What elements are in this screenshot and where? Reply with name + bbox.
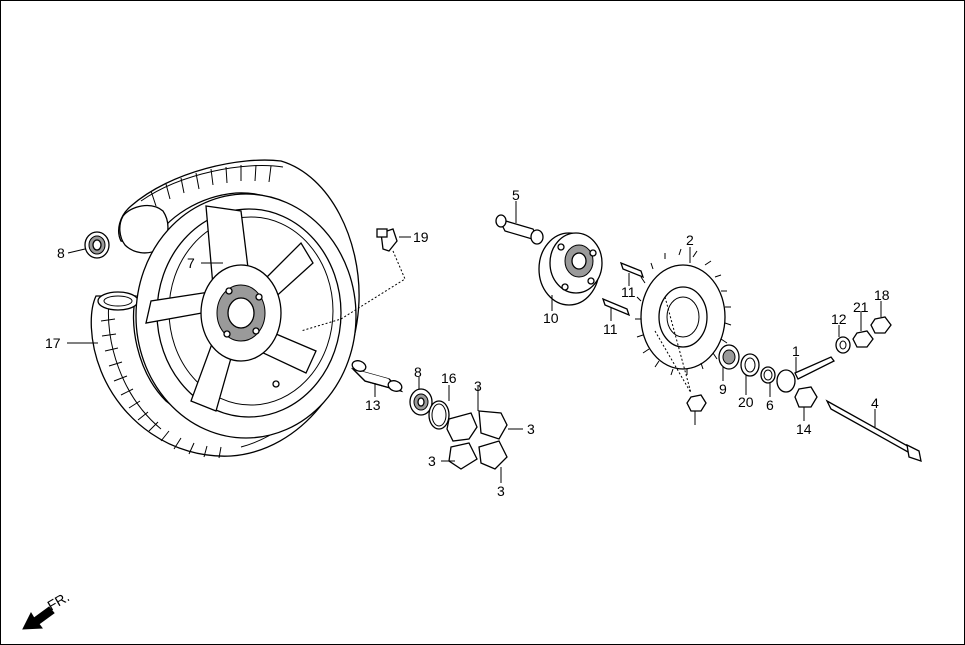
front-arrow-icon <box>22 606 55 630</box>
callout-9: 9 <box>719 381 727 397</box>
callout-1: 1 <box>792 343 800 359</box>
callout-15: 16 <box>441 370 457 386</box>
callout-14: 14 <box>796 421 812 437</box>
sprocket-hub <box>538 232 603 306</box>
callout-18: 19 <box>413 229 429 245</box>
callout-17: 18 <box>874 287 890 303</box>
o-ring <box>428 400 450 430</box>
bearing-9 <box>718 344 740 370</box>
seal-19 <box>740 353 760 377</box>
callout-12: 12 <box>831 311 847 327</box>
spacer-tube <box>350 360 404 393</box>
callout-8-center: 8 <box>414 364 422 380</box>
bearing-center <box>409 388 433 416</box>
bearing-left <box>84 231 110 259</box>
callout-6: 6 <box>766 397 774 413</box>
callout-2: 2 <box>686 232 694 248</box>
callout-13: 13 <box>365 397 381 413</box>
callout-7: 7 <box>187 255 195 271</box>
callout-11-lower: 11 <box>603 321 618 337</box>
cap-nut-17 <box>870 316 892 334</box>
front-direction-marker: FR. <box>22 588 72 630</box>
axle <box>825 399 922 462</box>
callout-3-left: 3 <box>428 453 436 469</box>
wheel-rim <box>135 193 357 439</box>
callout-11-upper: 11 <box>621 284 636 300</box>
callout-8-left: 8 <box>57 245 65 261</box>
callout-10: 10 <box>543 310 559 326</box>
callout-3-top: 3 <box>474 378 482 394</box>
callout-5: 5 <box>512 187 520 203</box>
nut-20 <box>852 330 874 348</box>
callout-20: 21 <box>853 299 869 315</box>
callout-16: 17 <box>45 335 61 351</box>
sprocket <box>635 248 732 394</box>
collar-6 <box>760 366 776 384</box>
callout-4: 4 <box>871 395 879 411</box>
nut-14 <box>794 386 818 408</box>
axle-collar <box>495 214 544 245</box>
dampers <box>446 410 508 470</box>
valve <box>300 228 406 332</box>
leader-lines <box>67 201 882 483</box>
chain-adjuster <box>776 356 835 393</box>
nut-21 <box>686 394 707 412</box>
washer-12 <box>835 336 851 354</box>
callout-19: 20 <box>738 394 754 410</box>
callout-3-right: 3 <box>527 421 535 437</box>
callout-labels: 8 7 17 19 5 10 11 11 2 13 8 16 3 3 3 3 9… <box>45 187 890 499</box>
callout-3-bottom: 3 <box>497 483 505 499</box>
studs <box>601 261 645 317</box>
